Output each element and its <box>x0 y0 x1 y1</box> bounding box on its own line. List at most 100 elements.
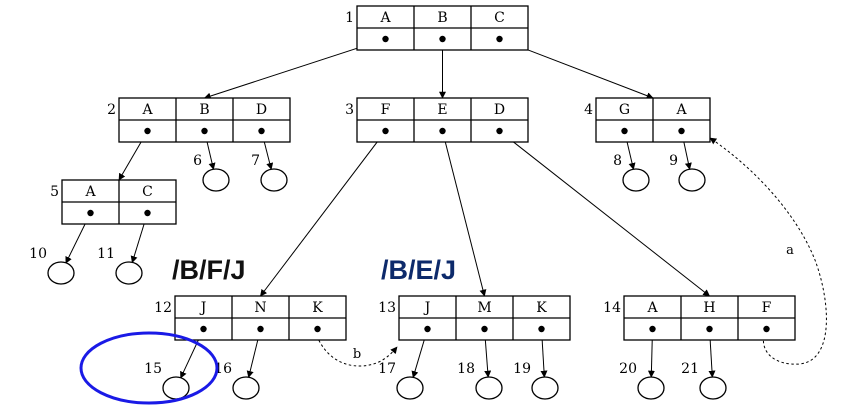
node-2-key-D: D <box>256 102 267 118</box>
pointer-dot <box>621 127 628 135</box>
pointer-dot <box>424 325 431 333</box>
pointer-dot <box>314 325 321 333</box>
leaf-circle <box>531 376 559 400</box>
leaf-9: 9 <box>669 153 706 192</box>
node-number-14: 14 <box>603 300 621 316</box>
leaf-8: 8 <box>613 153 650 192</box>
edge-3-to-13 <box>442 130 487 297</box>
path-label-bej: /B/E/J <box>381 255 457 285</box>
node-number-1: 1 <box>345 10 354 26</box>
pointer-dot <box>496 127 503 135</box>
node-1: A B C 1 <box>345 5 529 51</box>
leaf-circle <box>202 168 230 192</box>
pointer-dot <box>496 35 503 43</box>
leaf-circle <box>637 376 665 400</box>
node-number-3: 3 <box>345 102 354 118</box>
pointer-dot <box>439 127 446 135</box>
pointer-dot <box>201 127 208 135</box>
highlight-ellipse <box>79 331 219 405</box>
node-12-key-N: N <box>254 300 266 316</box>
pointer-dot <box>763 325 770 333</box>
pointer-dot <box>678 127 685 135</box>
node-number-2: 2 <box>107 102 116 118</box>
leaf-18: 18 <box>457 361 503 400</box>
leaf-number-9: 9 <box>669 153 678 169</box>
leaf-6: 6 <box>193 153 230 192</box>
node-number-12: 12 <box>154 300 172 316</box>
node-3-key-E: E <box>437 102 447 118</box>
pointer-dot <box>144 209 151 217</box>
pointer-dot <box>144 127 151 135</box>
pointer-dot <box>87 209 94 217</box>
pointer-dot <box>200 325 207 333</box>
pointer-dot <box>258 127 265 135</box>
leaf-17: 17 <box>378 361 424 400</box>
leaf-circle <box>47 261 75 285</box>
node-1-key-C: C <box>494 10 505 26</box>
node-12: J N K 12 <box>154 295 347 341</box>
leaf-number-11: 11 <box>97 246 115 262</box>
leaf-circle <box>622 168 650 192</box>
leaf-circle <box>232 376 260 400</box>
node-13-key-K: K <box>536 300 547 316</box>
node-2-key-A: A <box>141 102 153 118</box>
pointer-dot <box>538 325 545 333</box>
edge-3-to-14 <box>499 130 711 297</box>
leaf-7: 7 <box>251 153 288 192</box>
pointer-dot <box>481 325 488 333</box>
node-5: A C 5 <box>50 179 177 225</box>
leaf-number-21: 21 <box>681 361 699 377</box>
highlight-layer <box>79 331 219 405</box>
node-number-5: 5 <box>50 184 59 200</box>
node-14-key-A: A <box>646 300 658 316</box>
node-13-key-M: M <box>477 300 491 316</box>
node-1-key-B: B <box>437 10 447 26</box>
leaf-20: 20 <box>619 361 665 400</box>
node-14-key-F: F <box>762 300 772 316</box>
dashed-links-layer: ba <box>314 137 827 367</box>
pointer-dot <box>257 325 264 333</box>
edge-1-to-2 <box>203 38 386 100</box>
dashed-link-a <box>709 137 827 365</box>
node-5-key-C: C <box>142 184 153 200</box>
node-2-key-B: B <box>199 102 209 118</box>
leaves-layer: 6 7 8 9 10 11 15 16 17 18 19 20 21 <box>29 153 727 400</box>
leaf-number-17: 17 <box>378 361 396 377</box>
dashed-link-label-a: a <box>786 243 794 258</box>
dashed-link-b <box>314 330 398 367</box>
leaf-circle <box>699 376 727 400</box>
leaf-number-16: 16 <box>214 361 232 377</box>
node-5-key-A: A <box>84 184 96 200</box>
dashed-link-label-b: b <box>353 347 361 362</box>
leaf-circle <box>260 168 288 192</box>
node-3-key-F: F <box>381 102 391 118</box>
leaf-number-7: 7 <box>251 153 260 169</box>
leaf-number-19: 19 <box>513 361 531 377</box>
leaf-number-10: 10 <box>29 246 47 262</box>
leaf-16: 16 <box>214 361 260 400</box>
pointer-dot <box>439 35 446 43</box>
node-3: F E D 3 <box>345 97 529 143</box>
pointer-dot <box>382 35 389 43</box>
pointer-dot <box>649 325 656 333</box>
leaf-number-18: 18 <box>457 361 475 377</box>
node-2: A B D 2 <box>107 97 291 143</box>
leaf-circle <box>475 376 503 400</box>
leaf-15: 15 <box>144 361 190 400</box>
node-3-key-D: D <box>494 102 505 118</box>
leaf-number-20: 20 <box>619 361 637 377</box>
node-12-key-K: K <box>312 300 323 316</box>
node-12-key-J: J <box>199 300 207 316</box>
leaf-number-15: 15 <box>144 361 162 377</box>
leaf-circle <box>162 376 190 400</box>
leaf-10: 10 <box>29 246 75 285</box>
leaf-number-6: 6 <box>193 153 202 169</box>
leaf-11: 11 <box>97 246 143 285</box>
leaf-21: 21 <box>681 361 727 400</box>
node-1-key-A: A <box>379 10 391 26</box>
leaf-19: 19 <box>513 361 559 400</box>
